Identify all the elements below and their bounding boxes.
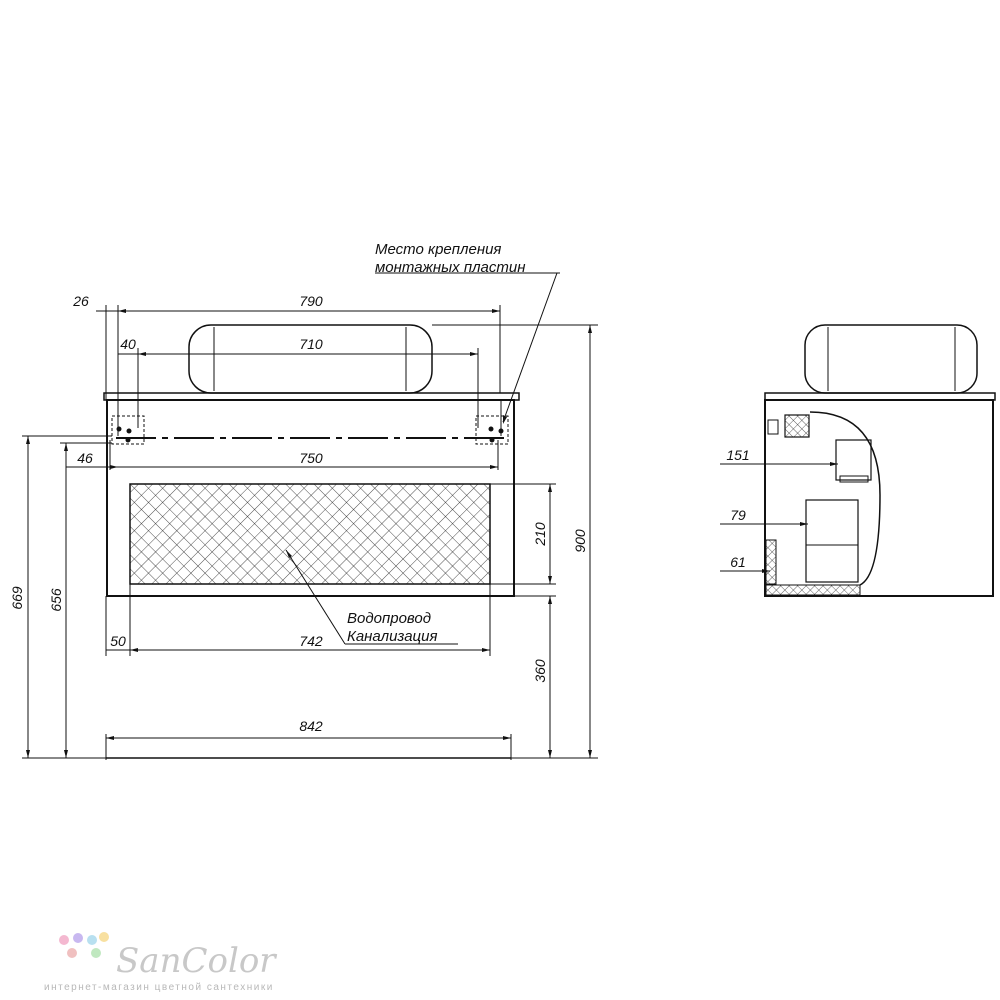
dim-40: 40 <box>120 336 136 352</box>
dim-710: 710 <box>299 336 323 352</box>
dim-79: 79 <box>730 507 746 523</box>
dim-750: 750 <box>299 450 323 466</box>
mounting-plate-right <box>475 400 509 445</box>
brand-logo: SanColor интернет-магазин цветной сантех… <box>44 932 277 993</box>
logo-dot <box>59 935 69 945</box>
dim-26: 26 <box>72 293 89 309</box>
logo-dot <box>87 935 97 945</box>
logo-title: SanColor <box>116 941 277 981</box>
front-cabinet <box>106 399 515 597</box>
dim-842: 842 <box>299 718 323 734</box>
note-pipe-line1: Водопровод <box>347 610 431 627</box>
dim-46: 46 <box>77 450 93 466</box>
logo-dot <box>67 948 77 958</box>
front-notes: Место крепления монтажных пластин Водопр… <box>285 241 560 645</box>
logo-subtitle: интернет-магазин цветной сантехники <box>44 982 274 993</box>
side-countertop <box>764 392 996 401</box>
dim-151: 151 <box>726 447 749 463</box>
side-basin <box>804 324 978 394</box>
side-view <box>764 324 996 597</box>
dim-900: 900 <box>572 529 588 553</box>
plumbing-zone-hatch <box>129 483 491 585</box>
logo-dot <box>91 948 101 958</box>
logo-dot <box>73 933 83 943</box>
note-mount-line2: монтажных пластин <box>375 259 525 276</box>
front-view <box>103 324 520 759</box>
mounting-plate-left <box>111 400 145 445</box>
dim-50: 50 <box>110 633 126 649</box>
dim-790: 790 <box>299 293 323 309</box>
note-pipe-line2: Канализация <box>347 628 438 645</box>
dim-669: 669 <box>9 586 25 610</box>
side-cabinet <box>764 399 994 597</box>
note-mount-line1: Место крепления <box>375 241 501 258</box>
front-dimensions: 26 790 40 710 46 750 210 900 360 <box>9 293 598 760</box>
side-dimensions: 151 79 61 <box>720 447 838 573</box>
logo-dot <box>99 932 109 942</box>
dim-656: 656 <box>48 588 64 612</box>
dim-210: 210 <box>532 522 548 547</box>
dim-360: 360 <box>532 659 548 683</box>
dim-742: 742 <box>299 633 323 649</box>
dim-61: 61 <box>730 554 746 570</box>
front-countertop <box>103 392 520 401</box>
